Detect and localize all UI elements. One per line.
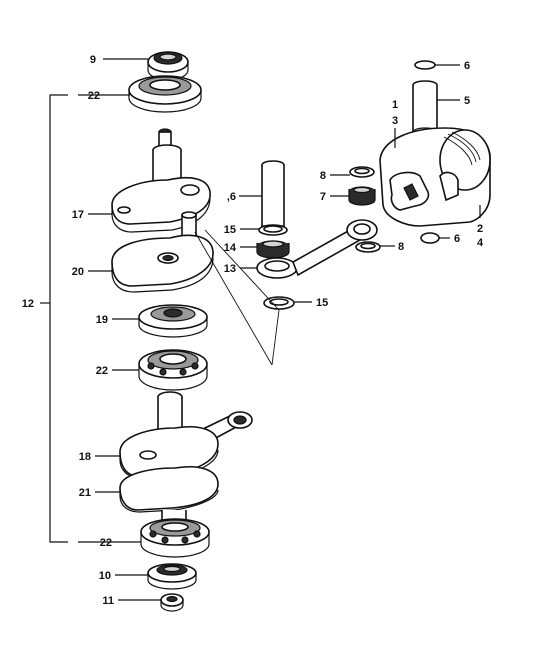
callout-17: 17 bbox=[72, 209, 84, 221]
connecting-rod-assembly bbox=[256, 160, 381, 310]
callout-3: 3 bbox=[392, 115, 398, 127]
callout-4: 4 bbox=[477, 237, 484, 249]
bearing-22-top bbox=[128, 75, 202, 113]
callout-2: 2 bbox=[477, 223, 483, 235]
callout-22-top: 22 bbox=[88, 90, 100, 102]
upper-crank-assembly bbox=[111, 128, 211, 246]
oil-seal-9 bbox=[147, 51, 189, 81]
callout-11: 11 bbox=[102, 595, 114, 607]
oil-seal-19 bbox=[138, 304, 208, 338]
callout-15-bottom: 15 bbox=[316, 297, 328, 309]
callout-14: 14 bbox=[224, 242, 237, 254]
callout-10: 10 bbox=[99, 570, 111, 582]
callout-15-top: 15 bbox=[224, 224, 236, 236]
lower-crank-assembly bbox=[119, 391, 253, 525]
callout-13: 13 bbox=[224, 263, 236, 275]
callout-18: 18 bbox=[79, 451, 91, 463]
callout-19: 19 bbox=[96, 314, 108, 326]
callout-8-bottom: 8 bbox=[398, 241, 404, 253]
callout-22-bottom: 22 bbox=[100, 537, 112, 549]
bearing-22-bottom bbox=[140, 518, 210, 558]
callout-labels: 9 22 12 17 20 19 22 18 21 22 10 11 ,6 15… bbox=[22, 54, 484, 607]
callout-21: 21 bbox=[79, 487, 91, 499]
bearing-22-mid bbox=[138, 349, 208, 391]
callout-1: 1 bbox=[392, 99, 398, 111]
callout-7: 7 bbox=[320, 191, 326, 203]
callout-12: 12 bbox=[22, 298, 34, 310]
piston-assembly bbox=[379, 60, 491, 244]
callout-6-right: 6 bbox=[454, 233, 460, 245]
nut-11 bbox=[160, 593, 184, 612]
bracket-12 bbox=[40, 94, 68, 543]
callout-6-pin: ,6 bbox=[227, 191, 236, 203]
leader-lines bbox=[78, 58, 481, 601]
callout-9: 9 bbox=[90, 54, 96, 66]
callout-5: 5 bbox=[464, 95, 470, 107]
crank-web-20 bbox=[111, 234, 214, 293]
callout-6-top: 6 bbox=[464, 60, 470, 72]
callout-8-top: 8 bbox=[320, 170, 326, 182]
callout-22-mid: 22 bbox=[96, 365, 108, 377]
oil-seal-10 bbox=[147, 563, 197, 590]
callout-20: 20 bbox=[72, 266, 84, 278]
